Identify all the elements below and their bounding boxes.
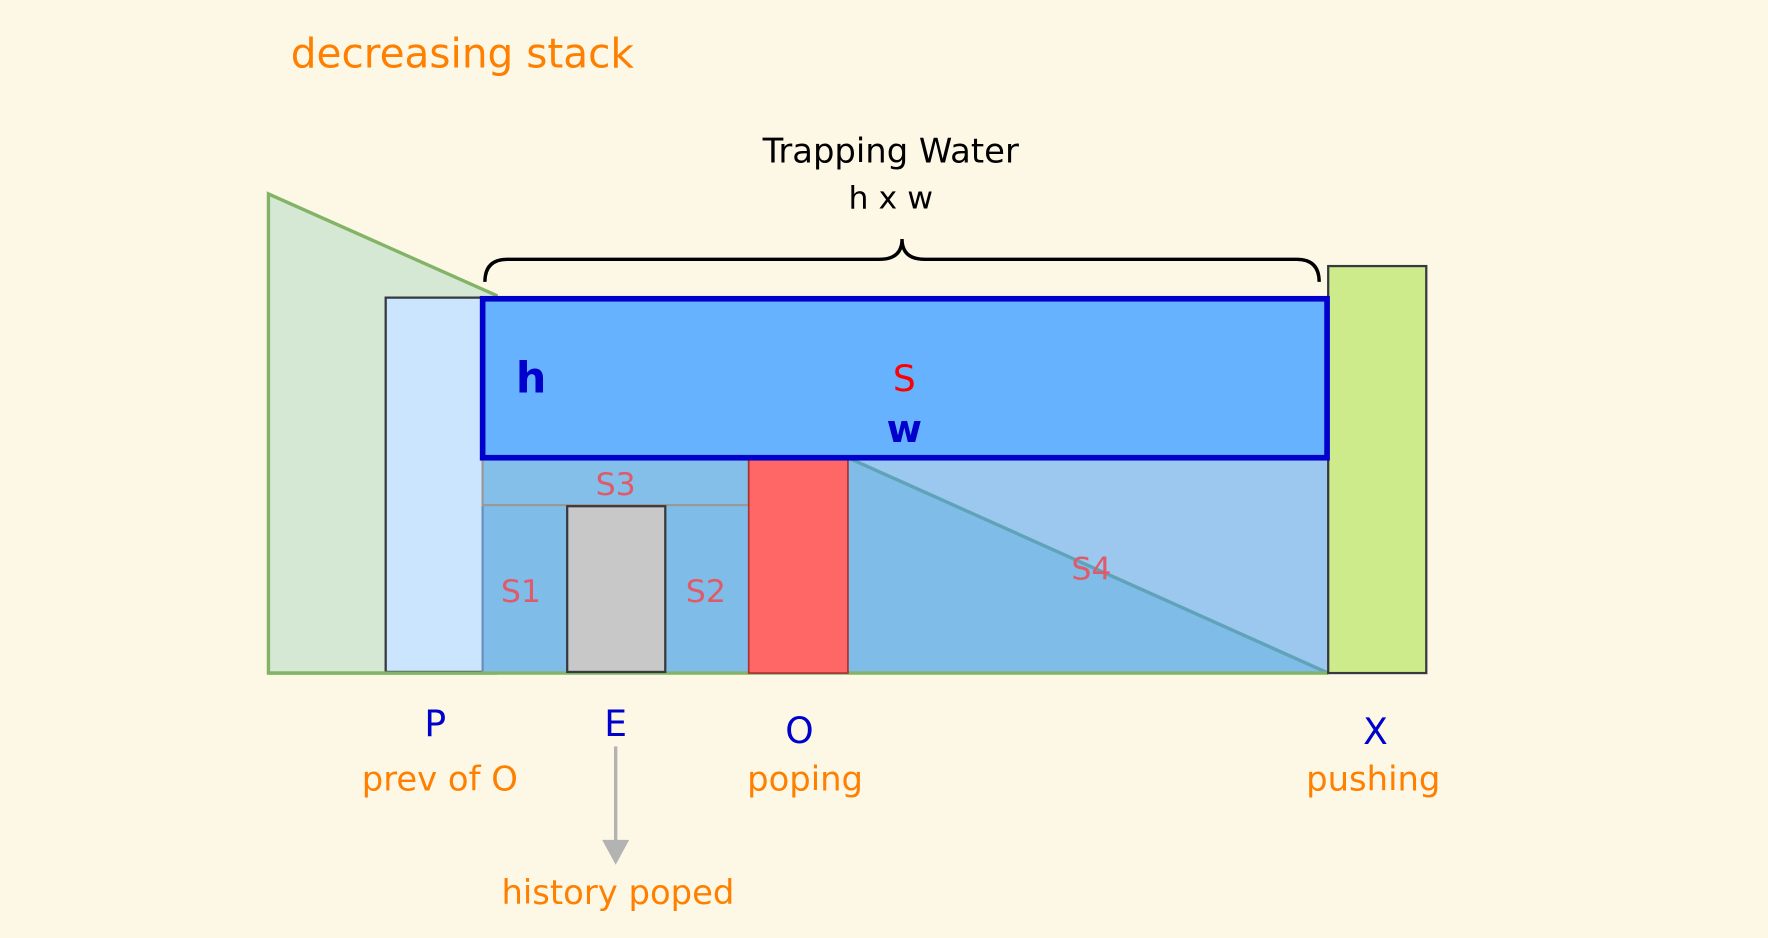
bar-e-letter: E (604, 703, 627, 745)
label-s1: S1 (501, 574, 541, 610)
brace-label-line2: h x w (848, 181, 933, 217)
trapped-water-rect (479, 295, 1330, 461)
bar-e (566, 505, 667, 674)
label-w: w (887, 407, 922, 452)
bar-e-caption: history poped (501, 873, 734, 912)
bar-p-caption: prev of O (362, 759, 518, 798)
brace-label-line1: Trapping Water (762, 131, 1019, 170)
bar-o-caption: poping (747, 759, 863, 798)
bar-x-letter: X (1363, 711, 1388, 753)
diagram-title: decreasing stack (291, 30, 635, 78)
bar-o-letter: O (785, 710, 813, 752)
arrow-down-icon (602, 839, 630, 865)
bar-o (747, 456, 849, 674)
bar-p (384, 296, 484, 674)
label-h: h (516, 353, 547, 403)
label-s3: S3 (596, 467, 636, 503)
label-s4: S4 (1071, 551, 1111, 587)
bar-p-letter: P (424, 703, 446, 745)
bar-x (1327, 264, 1428, 675)
curly-brace (483, 238, 1321, 282)
label-s: S (893, 358, 916, 400)
diagonal-line (847, 456, 1329, 675)
label-s2: S2 (686, 574, 726, 610)
bar-x-caption: pushing (1306, 759, 1440, 798)
